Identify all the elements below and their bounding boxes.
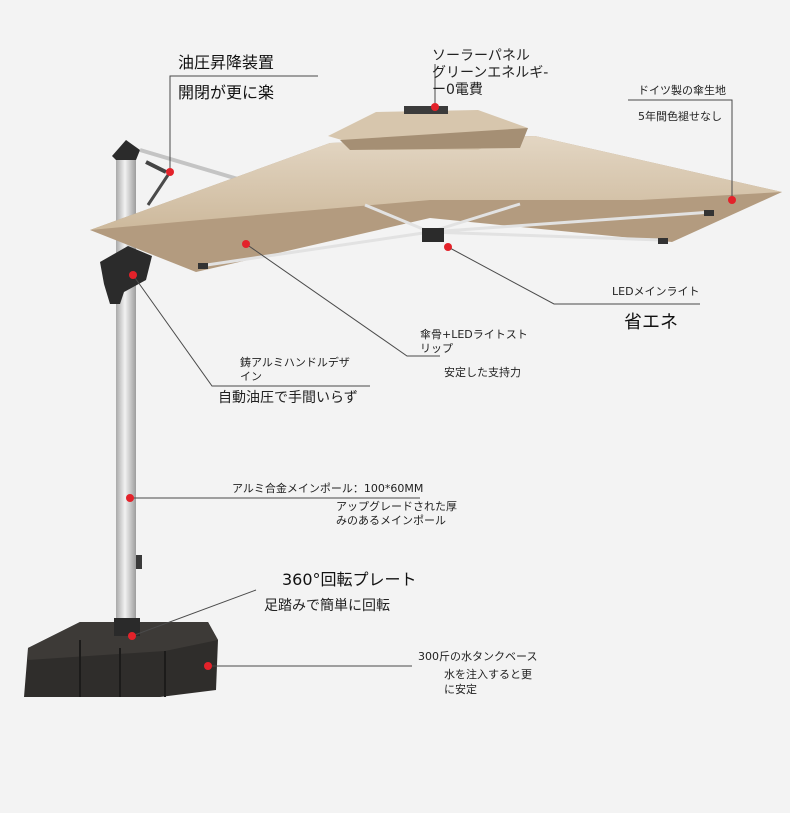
pole-line2: みのあるメインポール	[336, 514, 446, 527]
marker-dot	[431, 103, 439, 111]
feature-markers	[126, 103, 736, 670]
ribs-line2: リップ	[420, 342, 453, 355]
base-line1: 水を注入すると更	[444, 668, 532, 681]
ribs-line1: 傘骨+LEDライトスト	[420, 328, 528, 341]
water-tank-base	[24, 622, 218, 697]
solar-line3: ー0電費	[432, 82, 483, 98]
marker-dot	[128, 632, 136, 640]
handle-sub: 自動油圧で手間いらず	[218, 390, 358, 406]
marker-dot	[126, 494, 134, 502]
fabric-sub: 5年間色褪せなし	[638, 110, 722, 123]
hydraulic-title: 油圧昇降装置	[178, 53, 275, 72]
marker-dot	[129, 271, 137, 279]
pole-line1: アップグレードされた厚	[336, 500, 457, 513]
pole-title: アルミ合金メインポール：100*60MM	[232, 482, 424, 495]
base-line2: に安定	[444, 683, 477, 696]
canopy	[90, 106, 782, 272]
marker-dot	[242, 240, 250, 248]
handle-line1: 鋳アルミハンドルデザ	[240, 356, 350, 369]
rotation-title: 360°回転プレート	[282, 570, 417, 589]
hydraulic-sub: 開閉が更に楽	[178, 83, 275, 102]
solar-line1: ソーラーパネル	[432, 48, 530, 64]
fabric-title: ドイツ製の傘生地	[638, 84, 726, 97]
marker-dot	[204, 662, 212, 670]
handle-line2: イン	[240, 370, 262, 383]
marker-dot	[166, 168, 174, 176]
solar-line2: グリーンエネルギ-	[432, 65, 549, 81]
rotation-sub: 足踏みで簡単に回転	[264, 598, 390, 614]
leader-lines	[130, 64, 733, 667]
led-light-sub: 省エネ	[624, 312, 678, 333]
marker-dot	[728, 196, 736, 204]
base-title: 300斤の水タンクベース	[418, 650, 538, 663]
support-arms	[139, 148, 249, 206]
marker-dot	[444, 243, 452, 251]
led-light-title: LEDメインライト	[612, 285, 700, 298]
ribs-sub: 安定した支持力	[444, 366, 521, 379]
